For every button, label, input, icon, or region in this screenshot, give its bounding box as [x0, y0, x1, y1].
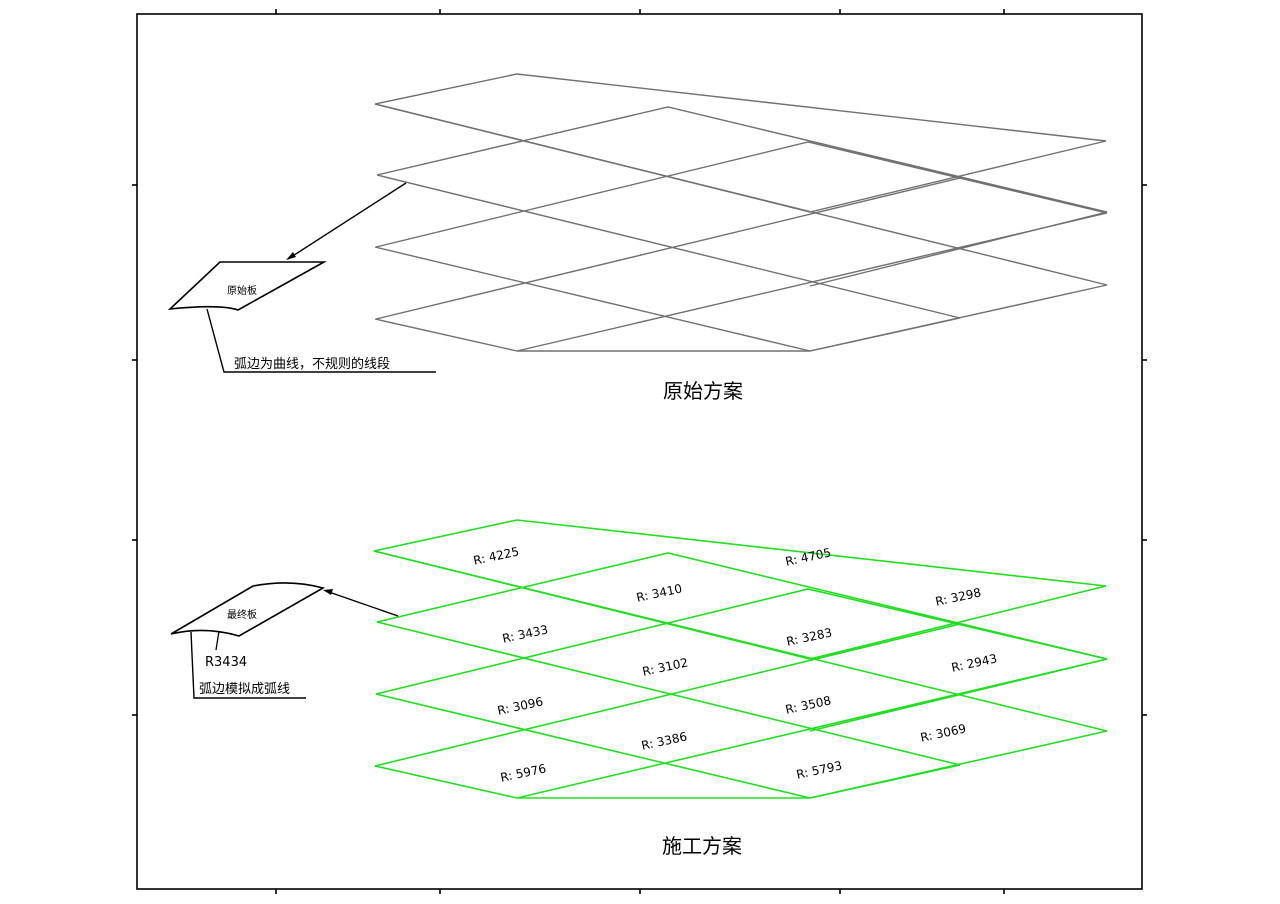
radius-label: R: 4225 [472, 544, 520, 567]
radius-label: R: 5793 [795, 758, 843, 781]
construction-leader-arrow [325, 590, 399, 617]
original-note-leader [206, 308, 436, 373]
original-leader-arrow [287, 182, 407, 260]
radius-label: R: 3102 [641, 655, 689, 678]
original-panel-shape [167, 261, 328, 311]
radius-label: R: 3386 [640, 729, 688, 752]
original-panel-label: 原始板 [227, 284, 257, 297]
radius-label: R: 3069 [919, 721, 967, 744]
construction-diamond-grid [373, 519, 1108, 799]
original-note: 弧边为曲线，不规则的线段 [234, 356, 390, 372]
construction-panel-shape [170, 582, 326, 637]
radius-label: R: 3298 [934, 585, 982, 608]
radius-label: R: 2943 [950, 651, 998, 674]
construction-note-leader [190, 631, 306, 699]
radius-callout: R3434 [205, 655, 247, 670]
construction-scheme: R: 4225 R: 4705 R: 3410 R: 3298 R: 3433 … [170, 519, 1108, 858]
radius-label: R: 3283 [785, 625, 833, 648]
radius-label: R: 3433 [501, 622, 549, 645]
frame-center-marks [132, 9, 1147, 894]
radius-label: R: 3410 [635, 581, 683, 604]
radius-label: R: 3508 [784, 693, 832, 716]
original-scheme: 原始板 弧边为曲线，不规则的线段 原始方案 [167, 73, 1108, 403]
construction-scheme-title: 施工方案 [662, 834, 742, 858]
construction-radius-leader [215, 630, 220, 651]
original-diamond-grid [374, 73, 1108, 352]
original-panel-callout: 原始板 弧边为曲线，不规则的线段 [167, 182, 436, 373]
construction-arrowhead [323, 589, 333, 595]
construction-panel-callout: 最终板 R3434 弧边模拟成弧线 [170, 582, 399, 699]
original-arrowhead [286, 252, 296, 260]
construction-panel-label: 最终板 [227, 608, 257, 621]
construction-note: 弧边模拟成弧线 [199, 682, 290, 697]
radius-label: R: 3096 [496, 694, 544, 717]
original-scheme-title: 原始方案 [663, 379, 743, 403]
radius-label: R: 5976 [499, 761, 547, 784]
radius-label: R: 4705 [784, 545, 832, 568]
drawing-frame [132, 9, 1147, 894]
